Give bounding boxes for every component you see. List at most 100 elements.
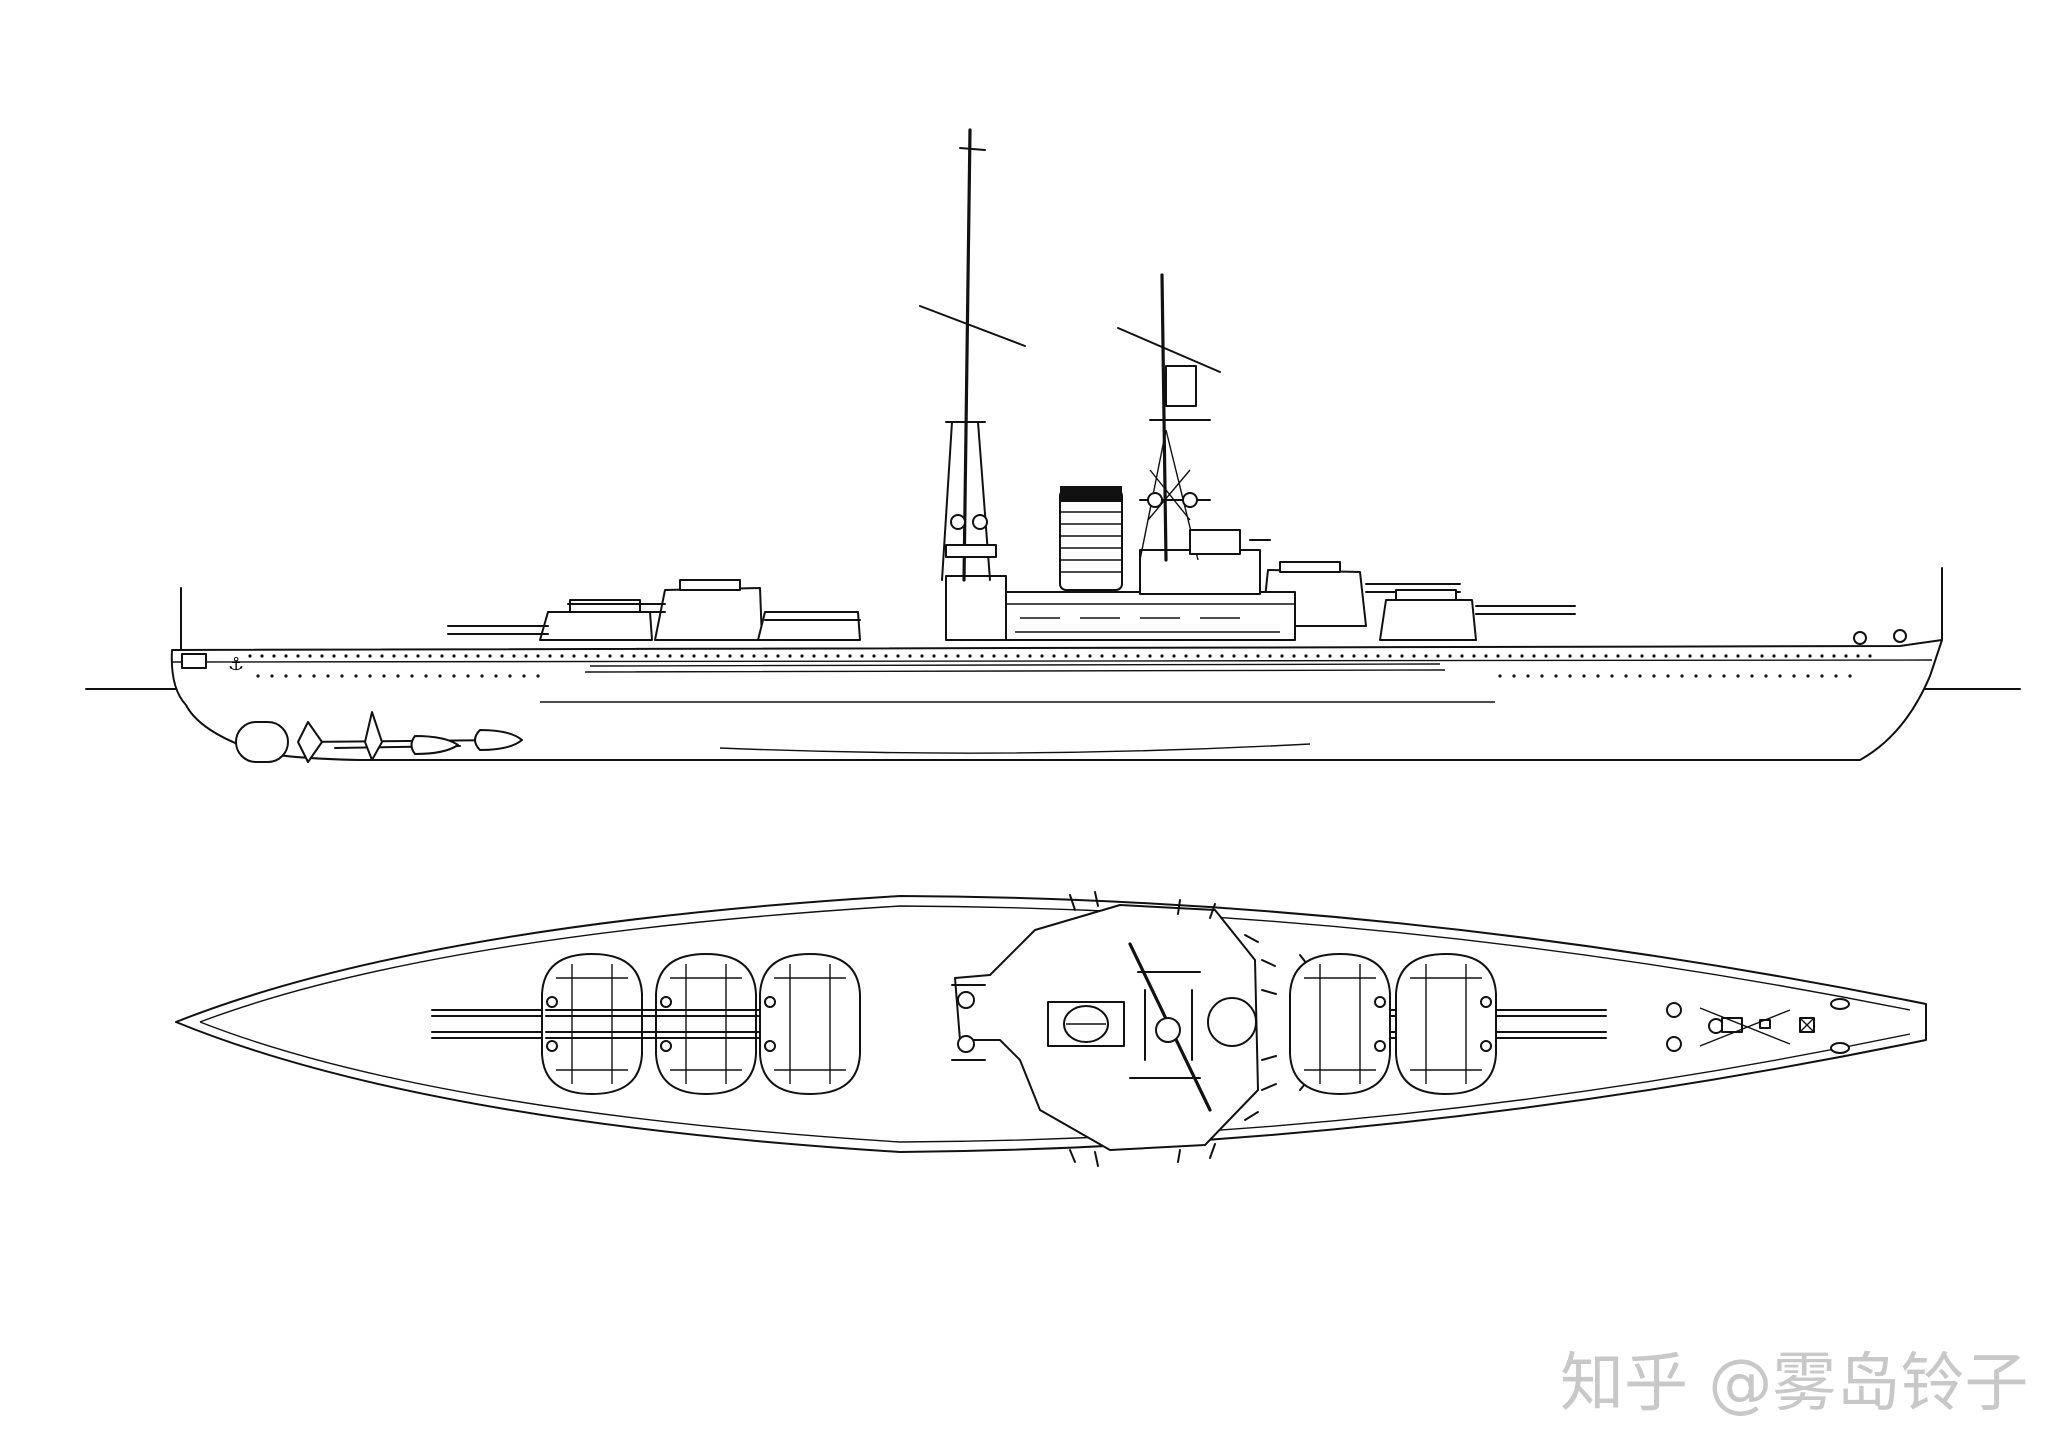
davit: [1244, 1111, 1259, 1121]
davit: [1261, 989, 1277, 995]
porthole: [1820, 654, 1824, 658]
davit: [1261, 959, 1276, 967]
porthole: [824, 654, 828, 658]
porthole: [272, 654, 276, 658]
porthole: [1834, 674, 1838, 678]
porthole: [1796, 654, 1800, 658]
porthole: [1448, 654, 1452, 658]
turret-side-1: [447, 599, 653, 641]
porthole: [1004, 654, 1008, 658]
porthole: [508, 674, 512, 678]
porthole: [1640, 654, 1644, 658]
porthole: [326, 674, 330, 678]
porthole: [452, 674, 456, 678]
porthole: [1544, 654, 1548, 658]
porthole: [410, 674, 414, 678]
porthole: [396, 674, 400, 678]
secondary-casemates: [1005, 603, 1295, 633]
porthole: [932, 654, 936, 658]
davit: [1069, 1149, 1076, 1163]
porthole: [1610, 674, 1614, 678]
porthole: [1460, 654, 1464, 658]
porthole: [1364, 654, 1368, 658]
porthole: [608, 654, 612, 658]
porthole: [656, 654, 660, 658]
porthole: [596, 654, 600, 658]
porthole: [1508, 654, 1512, 658]
porthole: [1496, 654, 1500, 658]
porthole: [1616, 654, 1620, 658]
porthole: [1596, 674, 1600, 678]
porthole: [1400, 654, 1404, 658]
davit: [1069, 894, 1076, 911]
porthole: [1764, 674, 1768, 678]
davit: [1209, 1143, 1216, 1159]
porthole: [620, 654, 624, 658]
porthole: [1148, 654, 1152, 658]
porthole: [968, 654, 972, 658]
porthole: [1304, 654, 1308, 658]
bilge-keel: [719, 743, 1311, 754]
porthole: [1088, 654, 1092, 658]
davit: [1177, 899, 1181, 915]
porthole: [1498, 674, 1502, 678]
porthole: [1784, 654, 1788, 658]
porthole: [1700, 654, 1704, 658]
porthole: [1582, 674, 1586, 678]
porthole: [1666, 674, 1670, 678]
porthole: [464, 654, 468, 658]
porthole: [320, 654, 324, 658]
porthole: [270, 674, 274, 678]
porthole: [536, 654, 540, 658]
watermark: 知乎 @雾岛铃子: [1560, 1347, 2028, 1421]
porthole: [1792, 674, 1796, 678]
porthole: [1520, 654, 1524, 658]
porthole: [354, 674, 358, 678]
porthole: [1568, 674, 1572, 678]
porthole: [1196, 654, 1200, 658]
porthole: [452, 654, 456, 658]
main-turrets-plan: [431, 953, 1607, 1095]
porthole: [1184, 654, 1188, 658]
porthole: [752, 654, 756, 658]
porthole: [1624, 674, 1628, 678]
porthole: [1604, 654, 1608, 658]
porthole: [392, 654, 396, 658]
turret-plan-5: [1395, 953, 1607, 1095]
porthole: [1680, 674, 1684, 678]
porthole: [812, 654, 816, 658]
porthole: [1208, 654, 1212, 658]
porthole: [692, 654, 696, 658]
porthole: [1136, 654, 1140, 658]
hawse-pipe: [1893, 629, 1907, 643]
porthole: [438, 674, 442, 678]
porthole: [1268, 654, 1272, 658]
porthole: [896, 654, 900, 658]
porthole: [1232, 654, 1236, 658]
porthole: [800, 654, 804, 658]
porthole: [836, 654, 840, 658]
porthole: [416, 654, 420, 658]
porthole: [1748, 654, 1752, 658]
stern-window: [181, 653, 207, 669]
porthole: [1750, 674, 1754, 678]
deck-edge-line: [199, 905, 1911, 1143]
porthole: [1736, 654, 1740, 658]
porthole: [1076, 654, 1080, 658]
turret-plan-3: [649, 953, 861, 1095]
porthole: [494, 674, 498, 678]
porthole: [980, 654, 984, 658]
davit: [1261, 1083, 1277, 1091]
davit: [1177, 1149, 1181, 1163]
side-profile-view: ⚓: [85, 128, 2021, 763]
porthole: [340, 674, 344, 678]
porthole: [1172, 654, 1176, 658]
porthole: [1760, 654, 1764, 658]
porthole: [704, 654, 708, 658]
bow-fittings: [1666, 998, 1850, 1054]
porthole: [332, 654, 336, 658]
porthole: [1052, 654, 1056, 658]
porthole: [1652, 674, 1656, 678]
fore-mast: [1117, 273, 1271, 562]
porthole: [776, 654, 780, 658]
